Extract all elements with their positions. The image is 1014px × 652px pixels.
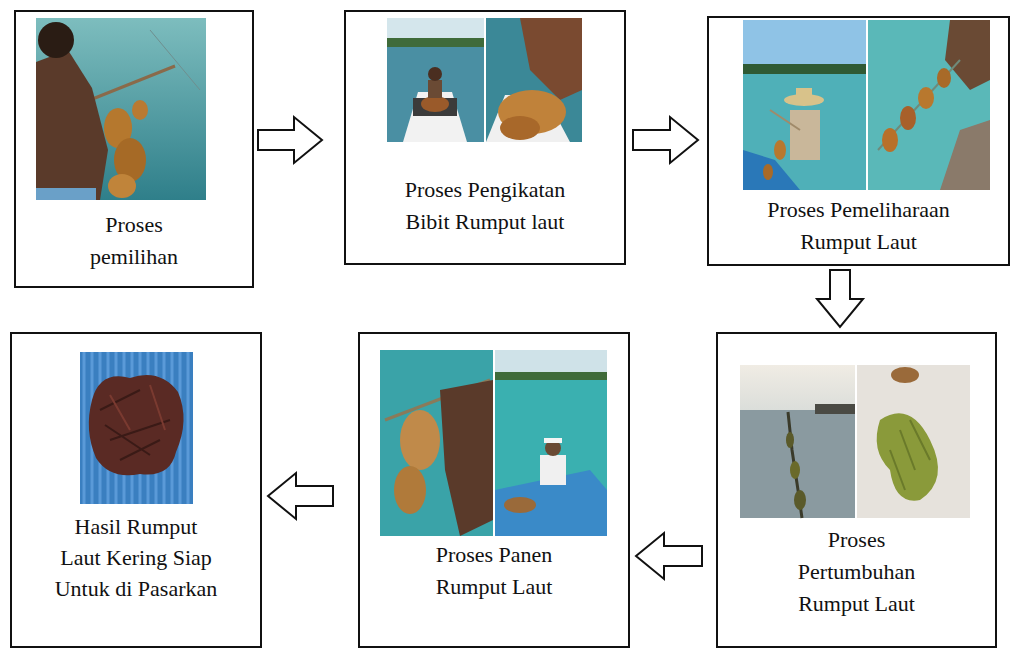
step-caption: Proses Pemeliharaan Rumput Laut <box>741 194 976 258</box>
step-caption: Proses Pengikatan Bibit Rumput laut <box>383 174 588 238</box>
flow-arrow <box>633 117 698 163</box>
photo-tying <box>387 18 582 142</box>
photo-maintenance <box>743 20 990 190</box>
step-caption: Proses pemilihan <box>59 209 209 273</box>
flow-arrow <box>258 117 322 163</box>
step-caption: Hasil Rumput Laut Kering Siap Untuk di P… <box>54 511 219 604</box>
photo-dried-seaweed <box>80 352 193 504</box>
step-caption: Proses Pertumbuhan Rumput Laut <box>782 524 932 620</box>
flow-arrow <box>636 533 702 579</box>
process-box: Proses pemilihan <box>14 10 254 288</box>
process-box: Proses Pemeliharaan Rumput Laut <box>707 16 1010 266</box>
step-caption: Proses Panen Rumput Laut <box>412 539 577 603</box>
process-box: Hasil Rumput Laut Kering Siap Untuk di P… <box>10 332 262 648</box>
process-box: Proses Pertumbuhan Rumput Laut <box>716 332 997 648</box>
photo-selection <box>36 18 206 200</box>
process-box: Proses Panen Rumput Laut <box>358 332 630 648</box>
process-box: Proses Pengikatan Bibit Rumput laut <box>344 10 626 265</box>
flow-arrow <box>268 473 333 519</box>
flow-arrow <box>817 270 863 327</box>
photo-growth <box>740 365 970 518</box>
photo-harvest <box>380 350 607 536</box>
